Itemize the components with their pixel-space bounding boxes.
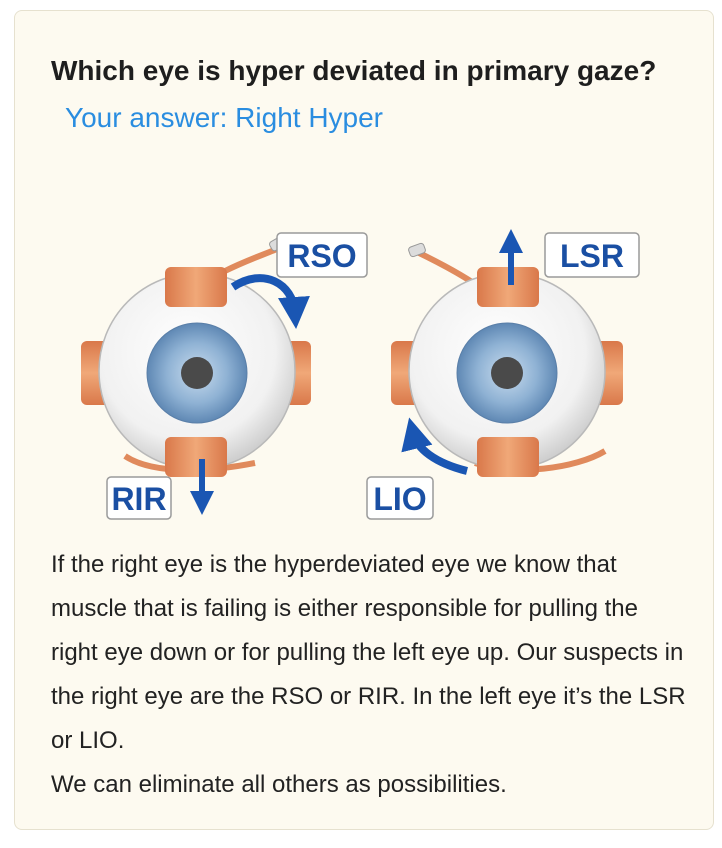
rso-label-text: RSO bbox=[287, 238, 356, 274]
lio-label: LIO bbox=[366, 476, 434, 520]
explanation-conclusion: We can eliminate all others as possibili… bbox=[51, 771, 507, 798]
left-eye: LSR LIO bbox=[366, 229, 640, 520]
eyes-illustration: RSO RIR bbox=[81, 229, 640, 520]
superior-oblique-tendon bbox=[223, 246, 279, 274]
lsr-label: LSR bbox=[544, 232, 640, 278]
explanation-paragraph: If the right eye is the hyperdeviated ey… bbox=[51, 551, 686, 754]
lsr-label-text: LSR bbox=[560, 238, 624, 274]
lio-arrow-icon bbox=[401, 417, 468, 475]
question-heading: Which eye is hyper deviated in primary g… bbox=[51, 47, 671, 141]
your-answer: Your answer: Right Hyper bbox=[65, 102, 384, 133]
eye-muscle-figure: RSO RIR bbox=[15, 201, 715, 541]
rso-arrow-icon bbox=[230, 274, 310, 329]
rso-label: RSO bbox=[276, 232, 368, 278]
pupil bbox=[181, 357, 213, 389]
rir-label-text: RIR bbox=[111, 481, 166, 517]
inferior-rectus-muscle bbox=[477, 437, 539, 477]
explanation-text: If the right eye is the hyperdeviated ey… bbox=[51, 543, 691, 807]
right-eye: RSO RIR bbox=[81, 232, 368, 520]
pupil bbox=[491, 357, 523, 389]
rir-label: RIR bbox=[106, 476, 172, 520]
superior-rectus-muscle bbox=[165, 267, 227, 307]
question-card: Which eye is hyper deviated in primary g… bbox=[14, 10, 714, 830]
question-text: Which eye is hyper deviated in primary g… bbox=[51, 55, 657, 86]
inferior-rectus-muscle bbox=[165, 437, 227, 477]
trochlea-icon bbox=[408, 242, 426, 258]
superior-rectus-muscle bbox=[477, 267, 539, 307]
lio-label-text: LIO bbox=[373, 481, 426, 517]
